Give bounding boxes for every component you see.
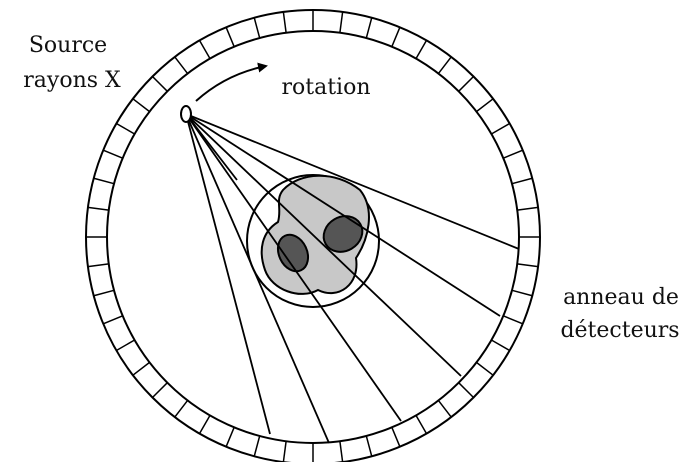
detector-segment-divider [282,11,287,33]
detector-segment-divider [415,40,428,59]
detector-segment-divider [475,361,494,376]
detector-segment-divider [132,361,151,376]
detector-segment-divider [503,315,524,325]
detector-segment-divider [253,435,261,457]
x-ray-beam [185,113,501,317]
detector-segment-divider [151,75,168,92]
detector-segment-divider [415,415,428,434]
detector-segment-divider [517,206,539,211]
x-ray-beam [185,113,330,444]
detector-segment-divider [116,122,135,135]
detector-segment-divider [365,435,373,457]
detector-segment-divider [391,26,401,47]
x-ray-beam [185,113,238,181]
x-ray-beam [185,113,462,377]
detector-segment-divider [517,263,539,268]
x-ray-beam [185,113,520,250]
detector-segment-divider [458,382,475,399]
rotation-label: rotation [281,75,370,100]
lesion-2 [276,233,310,273]
detector-segment-divider [93,177,115,185]
detector-segment-divider [475,98,494,113]
detector-segment-divider [491,339,510,352]
detector-segment-divider [116,339,135,352]
detector-segment-divider [253,17,261,39]
scanned-object [246,174,380,308]
x-ray-fan [185,113,520,444]
source-label-line1: Source [29,33,107,58]
detector-segment-divider [503,149,524,159]
detector-segment-divider [102,149,123,159]
detector-segments [86,10,540,462]
detector-segment-divider [174,399,189,418]
detector-segment-divider [198,415,211,434]
detector-segment-divider [339,441,344,462]
rotation-arrow [195,62,268,102]
detector-label-line1: anneau de [563,285,679,310]
detector-ring [85,9,541,462]
detector-segment-divider [339,11,344,33]
detector-segment-divider [132,98,151,113]
detector-segment-divider [491,122,510,135]
detector-segment-divider [102,315,123,325]
detector-segment-divider [511,177,533,185]
detector-segment-divider [225,427,235,448]
detector-segment-divider [282,441,287,462]
detector-segment-divider [437,56,452,75]
detector-label-line2: détecteurs [560,318,679,343]
detector-segment-divider [151,382,168,399]
detector-segment-divider [225,26,235,47]
detector-segment-divider [174,56,189,75]
source-label-line2: rayons X [23,68,121,93]
lesion-1 [322,215,364,253]
detector-segment-divider [87,263,109,268]
detector-segment-divider [458,75,475,92]
detector-segment-divider [93,289,115,297]
x-ray-beam [185,113,402,422]
x-ray-source [180,105,192,123]
detector-segment-divider [437,399,452,418]
detector-segment-divider [365,17,373,39]
detector-segment-divider [391,427,401,448]
detector-segment-divider [198,40,211,59]
detector-segment-divider [511,289,533,297]
detector-segment-divider [87,206,109,211]
x-ray-beam [185,113,271,435]
